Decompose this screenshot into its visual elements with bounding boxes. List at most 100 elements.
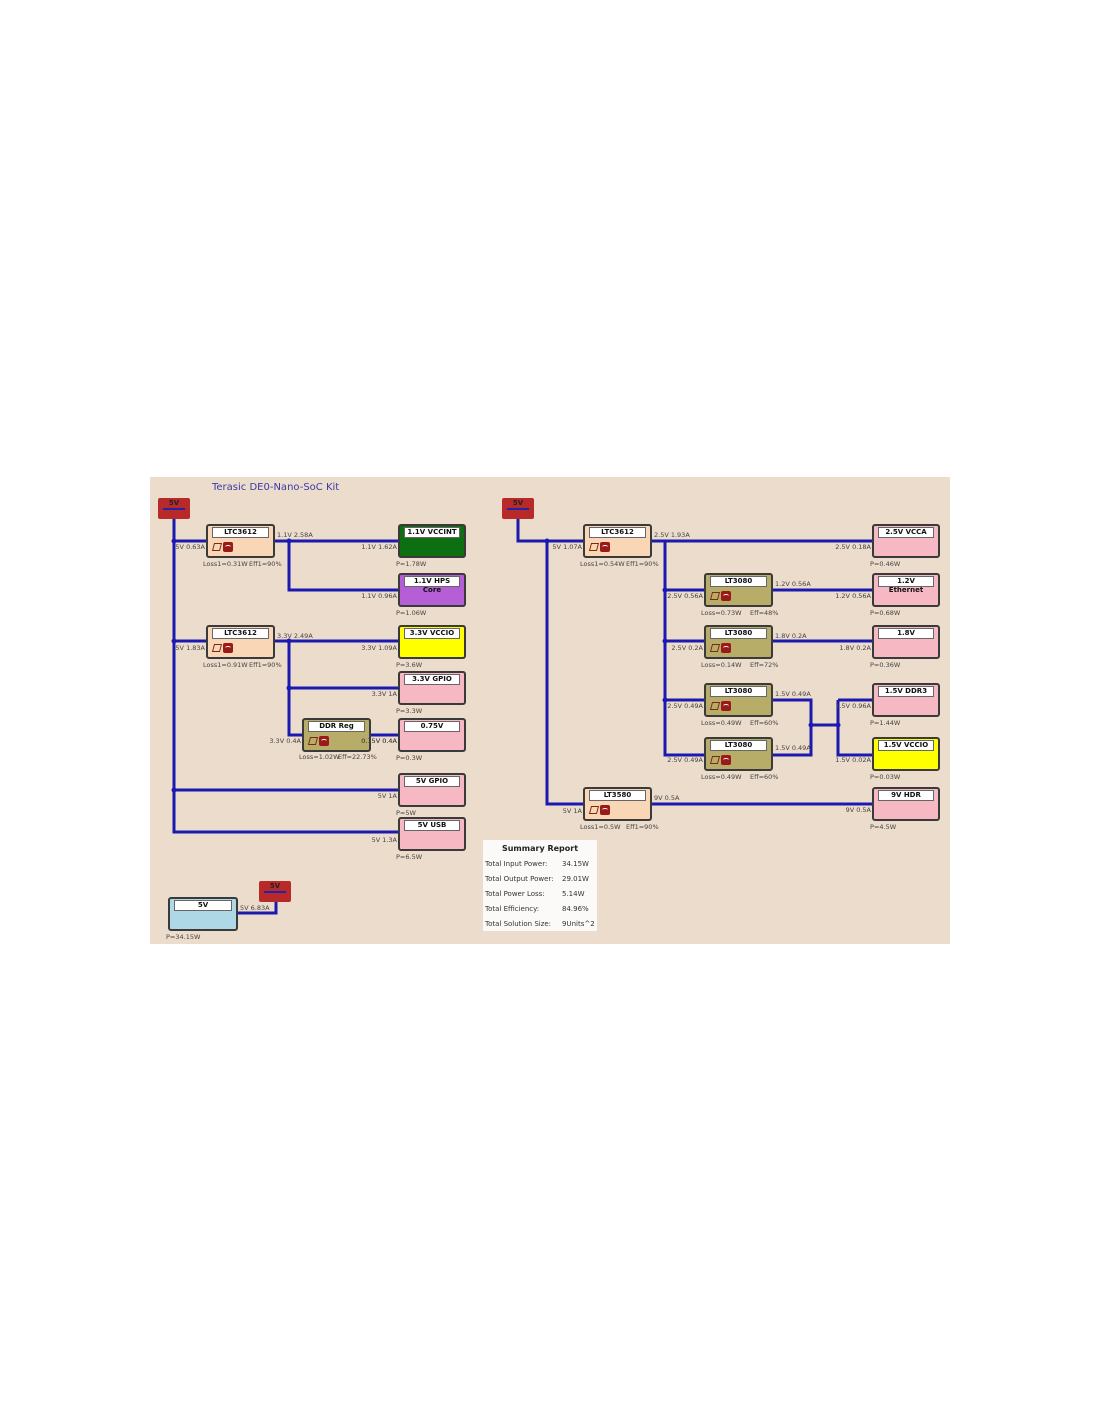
- source-5v-left[interactable]: 5V: [158, 498, 190, 519]
- chart-icon: [223, 542, 233, 552]
- regulator-ltc3612-1[interactable]: LTC3612: [206, 524, 275, 558]
- load-box[interactable]: 1.1V VCCINT: [398, 524, 466, 558]
- regulator-lt3580[interactable]: LT3580: [583, 787, 652, 821]
- waveform-icon: [588, 543, 600, 551]
- output-label: 1.1V 2.58A: [277, 531, 313, 539]
- power-label: P=0.46W: [870, 560, 901, 568]
- output-label: 1.5V 0.49A: [775, 690, 811, 698]
- regulator-ddr-reg[interactable]: DDR Reg: [302, 718, 371, 752]
- box-title: 9V HDR: [878, 790, 934, 801]
- power-label: P=1.06W: [396, 609, 427, 617]
- box-title: 5V GPIO: [404, 776, 460, 787]
- chart-icon: [721, 755, 731, 765]
- input-label: 5V 1.83A: [175, 644, 205, 652]
- rail-icon: [163, 508, 185, 510]
- regulator-lt3080[interactable]: LT3080: [704, 683, 773, 717]
- loss-label: Loss1=0.5W: [580, 823, 621, 831]
- box-title: 0.75V: [404, 721, 460, 732]
- box-title: LTC3612: [212, 527, 269, 538]
- load-box[interactable]: 3.3V VCCIO: [398, 625, 466, 659]
- waveform-icon: [307, 737, 319, 745]
- summary-value: 34.15W: [562, 860, 589, 868]
- input-label: 5V 1A: [377, 792, 397, 800]
- summary-value: 9Units^2: [562, 920, 595, 928]
- box-title: 1.5V VCCIO: [878, 740, 934, 751]
- load-box[interactable]: 3.3V GPIO: [398, 671, 466, 705]
- box-title: 2.5V VCCA: [878, 527, 934, 538]
- power-label: P=1.78W: [396, 560, 427, 568]
- input-label: 2.5V 0.49A: [667, 702, 703, 710]
- load-box[interactable]: 5V USB: [398, 817, 466, 851]
- power-label: P=6.5W: [396, 853, 423, 861]
- regulator-lt3080[interactable]: LT3080: [704, 573, 773, 607]
- load-box[interactable]: 1.8V: [872, 625, 940, 659]
- output-label: 1.8V 0.2A: [775, 632, 807, 640]
- load-box[interactable]: 9V HDR: [872, 787, 940, 821]
- waveform-icon: [709, 644, 721, 652]
- summary-title: Summary Report: [501, 844, 579, 853]
- load-box[interactable]: 1.5V DDR3: [872, 683, 940, 717]
- power-label: P=0.68W: [870, 609, 901, 617]
- box-title: 5V: [174, 900, 232, 911]
- eff-label: Eff=60%: [750, 719, 779, 727]
- box-title: 1.2V Ethernet: [878, 576, 934, 594]
- regulator-ltc3612-right[interactable]: LTC3612: [583, 524, 652, 558]
- chart-icon: [319, 736, 329, 746]
- input-label: 5V 1.3A: [371, 836, 397, 844]
- power-label: P=5W: [396, 809, 416, 817]
- loss-label: Loss1=0.54W: [580, 560, 625, 568]
- input-label: 0.75V 0.4A: [361, 737, 397, 745]
- input-label: 1.5V 0.02A: [835, 756, 871, 764]
- loss-label: Loss=0.14W: [701, 661, 742, 669]
- summary-row: Total Input Power:34.15W: [485, 860, 589, 868]
- diagram-title: Terasic DE0-Nano-SoC Kit: [212, 482, 340, 493]
- wires: [171, 519, 872, 915]
- source-label: 5V: [512, 499, 524, 507]
- load-box[interactable]: 1.2V Ethernet: [872, 573, 940, 607]
- chart-icon: [223, 643, 233, 653]
- output-label: 1.2V 0.56A: [775, 580, 811, 588]
- source-label: 5V: [269, 882, 281, 890]
- waveform-icon: [211, 543, 223, 551]
- input-label: 2.5V 0.56A: [667, 592, 703, 600]
- eff-label: Eff=48%: [750, 609, 779, 617]
- loss-label: Loss1=0.31W: [203, 560, 248, 568]
- input-supply-box[interactable]: 5V: [168, 897, 238, 931]
- source-label: 5V: [168, 499, 180, 507]
- box-title: 1.1V VCCINT: [404, 527, 460, 538]
- box-title: DDR Reg: [308, 721, 365, 732]
- box-title: LT3080: [710, 686, 767, 697]
- input-label: 3.3V 0.4A: [269, 737, 301, 745]
- load-box[interactable]: 0.75V: [398, 718, 466, 752]
- power-label: P=3.3W: [396, 707, 423, 715]
- load-box[interactable]: 1.5V VCCIO: [872, 737, 940, 771]
- power-label: P=1.44W: [870, 719, 901, 727]
- input-label: 1.5V 0.96A: [835, 702, 871, 710]
- input-label: 5V 0.63A: [175, 543, 205, 551]
- box-title: LTC3612: [212, 628, 269, 639]
- box-title: 3.3V VCCIO: [404, 628, 460, 639]
- box-title: 5V USB: [404, 820, 460, 831]
- summary-row: Total Power Loss:5.14W: [485, 890, 585, 898]
- waveform-icon: [211, 644, 223, 652]
- box-title: 1.5V DDR3: [878, 686, 934, 697]
- loss-label: Loss1=0.91W: [203, 661, 248, 669]
- regulator-lt3080[interactable]: LT3080: [704, 737, 773, 771]
- output-label: 1.5V 0.49A: [775, 744, 811, 752]
- input-label: 2.5V 0.49A: [667, 756, 703, 764]
- input-label: 3.3V 1.09A: [361, 644, 397, 652]
- box-title: LT3080: [710, 576, 767, 587]
- input-label: 5V 1.07A: [552, 543, 582, 551]
- regulator-ltc3612-2[interactable]: LTC3612: [206, 625, 275, 659]
- summary-value: 29.01W: [562, 875, 589, 883]
- load-box[interactable]: 1.1V HPS Core: [398, 573, 466, 607]
- eff-label: Eff1=90%: [249, 661, 282, 669]
- regulator-lt3080[interactable]: LT3080: [704, 625, 773, 659]
- box-title: 1.8V: [878, 628, 934, 639]
- load-box[interactable]: 5V GPIO: [398, 773, 466, 807]
- power-label: P=0.36W: [870, 661, 901, 669]
- load-box[interactable]: 2.5V VCCA: [872, 524, 940, 558]
- source-5v-bottom[interactable]: 5V: [259, 881, 291, 902]
- source-5v-right[interactable]: 5V: [502, 498, 534, 519]
- summary-value: 5.14W: [562, 890, 585, 898]
